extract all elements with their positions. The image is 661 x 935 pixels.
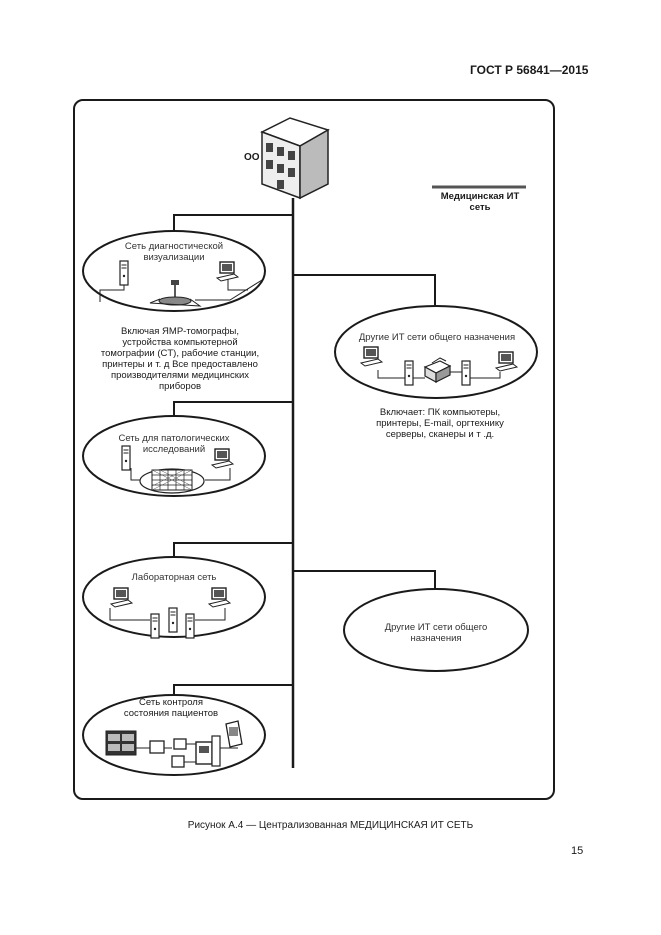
pathology-title: Сеть для патологических исследований xyxy=(118,433,230,455)
diagnostic-note: Включая ЯМР-томографы, устройства компью… xyxy=(100,326,260,392)
building-label: ОО xyxy=(244,152,260,163)
ellipse-laboratory xyxy=(82,556,266,638)
branch-pathology xyxy=(173,401,293,416)
diagram-frame xyxy=(73,99,555,800)
general-it-1-note: Включает: ПК компьютеры, принтеры, E-mai… xyxy=(376,407,504,440)
document-code: ГОСТ Р 56841—2015 xyxy=(470,63,589,77)
ellipse-general-1 xyxy=(334,305,538,399)
branch-general-2 xyxy=(293,570,436,590)
mri-scanner-icon xyxy=(149,280,202,307)
hospital-building-icon xyxy=(260,117,330,200)
page-number: 15 xyxy=(571,845,584,857)
branch-laboratory xyxy=(173,542,293,556)
ellipse-diagnostic xyxy=(82,230,266,312)
infusion-device-icon xyxy=(195,735,221,767)
branch-diagnostic xyxy=(173,214,293,230)
ellipse-general-2 xyxy=(343,588,529,672)
laboratory-devices xyxy=(109,587,231,639)
patient-monitoring-title: Сеть контроля состояния пациентов xyxy=(123,697,219,719)
branch-general-1 xyxy=(293,274,436,305)
legend-label: Медицинская ИТ сеть xyxy=(440,191,520,213)
handheld-device-icon xyxy=(225,720,243,748)
slide-scanner-icon xyxy=(139,468,205,494)
laboratory-title: Лабораторная сеть xyxy=(131,572,217,583)
diagnostic-title: Сеть диагностической визуализации xyxy=(124,241,224,263)
diagnostic-devices xyxy=(99,260,263,307)
general-it-devices xyxy=(360,346,518,386)
monitoring-rack-icon xyxy=(105,730,137,756)
branch-patient xyxy=(173,684,293,697)
general-it-1-title: Другие ИТ сети общего назначения xyxy=(358,332,516,343)
general-it-2-title: Другие ИТ сети общего назначения xyxy=(384,622,488,644)
figure-caption: Рисунок А.4 — Централизованная МЕДИЦИНСК… xyxy=(187,820,474,831)
pathology-devices xyxy=(121,445,234,494)
printer-icon xyxy=(423,357,452,384)
ellipse-pathology xyxy=(82,415,266,497)
patient-monitoring-devices xyxy=(105,720,243,768)
